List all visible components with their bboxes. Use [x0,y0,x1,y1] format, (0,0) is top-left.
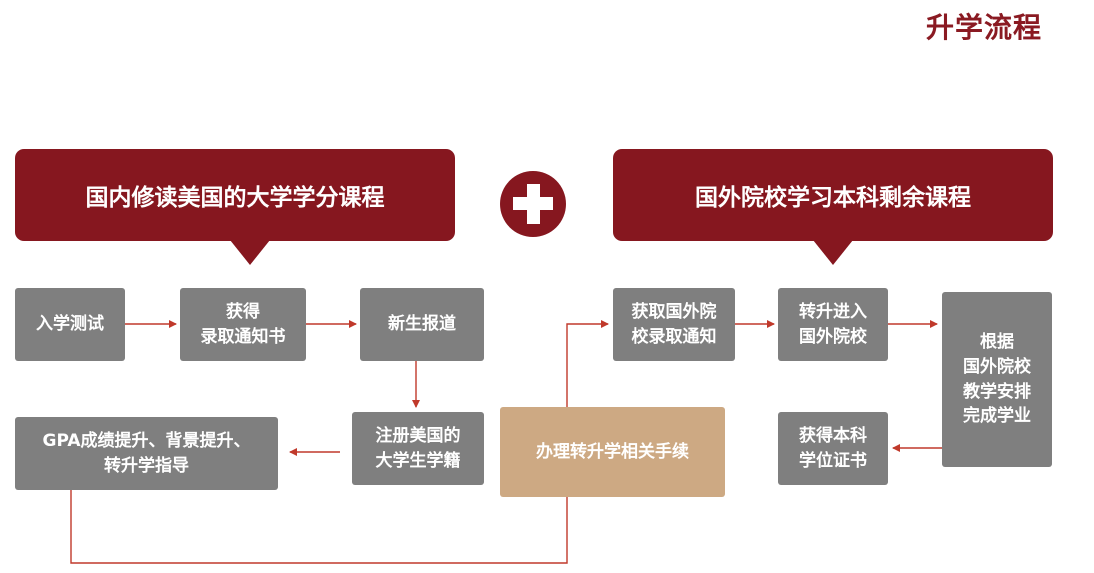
arrow-gpa-to-offer [70,320,609,564]
step-admission-letter: 获得录取通知书 [180,288,306,361]
plus-icon [500,171,566,237]
plus-icon-vertical [527,184,540,224]
step-gpa-improve: GPA成绩提升、背景提升、转升学指导 [15,417,278,490]
step-foreign-offer: 获取国外院校录取通知 [613,288,735,361]
step-complete-studies: 根据国外院校教学安排完成学业 [942,292,1052,467]
step-bachelor-degree: 获得本科学位证书 [778,412,888,485]
step-entrance-test: 入学测试 [15,288,125,361]
banner-domestic-courses: 国内修读美国的大学学分课程 [15,149,455,265]
banner-overseas-courses: 国外院校学习本科剩余课程 [613,149,1053,265]
step-transfer-procedures: 办理转升学相关手续 [500,407,725,497]
step-register-status: 注册美国的大学生学籍 [352,412,484,485]
step-new-student-report: 新生报道 [360,288,484,361]
step-transfer-enter: 转升进入国外院校 [778,288,888,361]
page-title: 升学流程 [925,11,1042,44]
